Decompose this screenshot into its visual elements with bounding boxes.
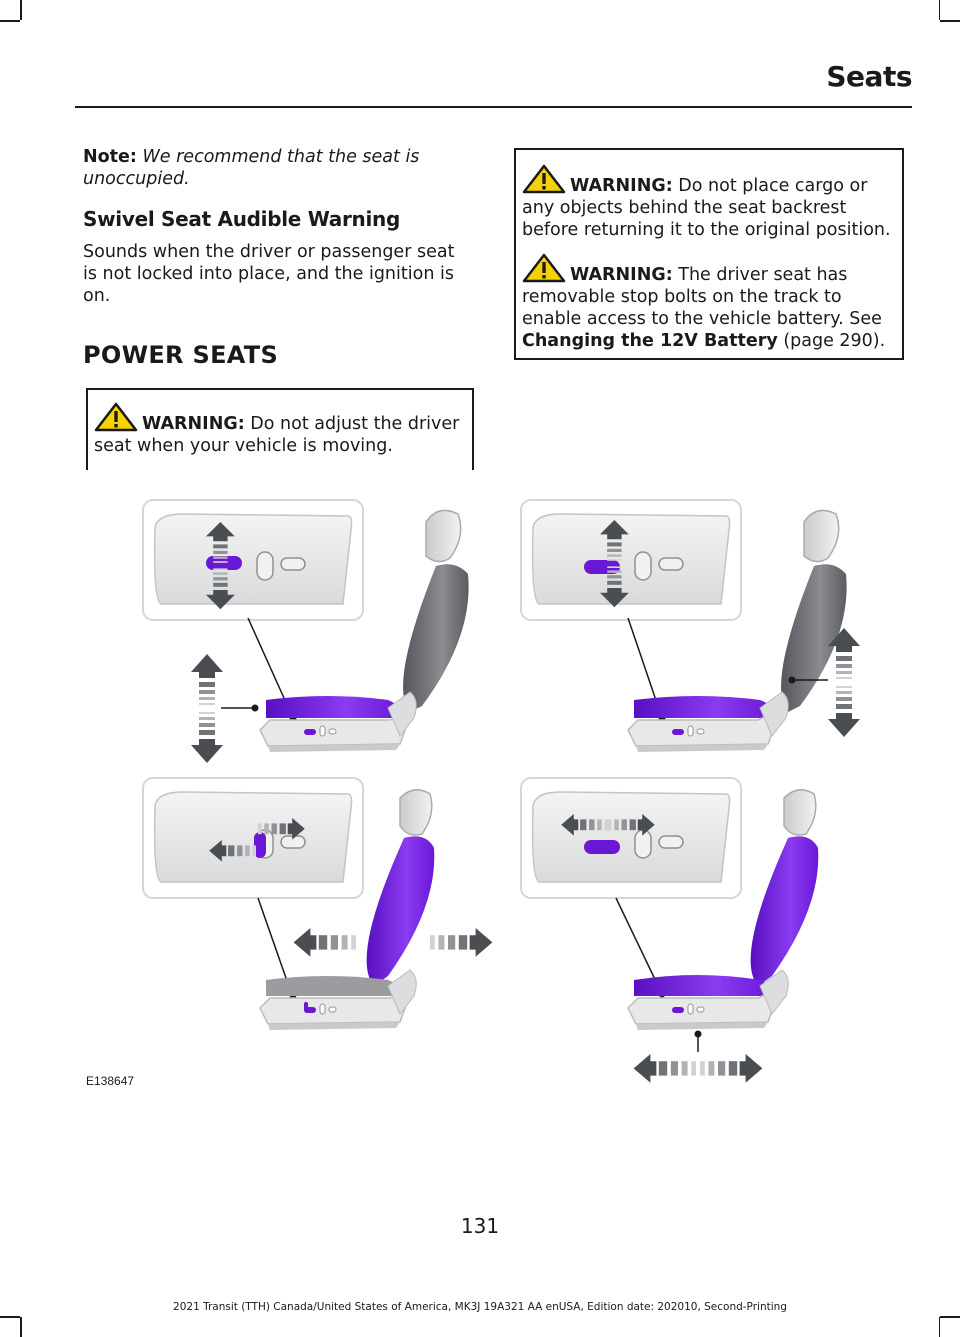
figure-code: E138647 — [86, 1074, 135, 1088]
page-number: 131 — [460, 1214, 500, 1238]
warning-text: The driver seat has removable stop bolts… — [522, 265, 882, 329]
warning-text: Do not adjust the driver seat when your … — [94, 414, 460, 456]
warning-label: WARNING: — [570, 176, 673, 196]
cross-reference-page: (page 290). — [783, 331, 886, 351]
crop-mark — [20, 1317, 22, 1337]
warning-box-right: WARNING: Do not place cargo or any objec… — [514, 148, 904, 360]
power-seats-heading: POWER SEATS — [83, 341, 279, 369]
note-text: We recommend that the seat is unoccupied… — [83, 147, 420, 189]
swivel-body: Sounds when the driver or passenger seat… — [83, 242, 455, 306]
warning-text: Do not place cargo or any objects behind… — [522, 176, 891, 240]
crop-mark — [20, 0, 22, 20]
crop-mark — [0, 1316, 20, 1318]
warning-label: WARNING: — [570, 265, 673, 285]
warning-item-stop-bolts: WARNING: The driver seat has removable s… — [516, 253, 902, 352]
cross-reference-link[interactable]: Changing the 12V Battery — [522, 331, 778, 351]
crop-mark — [940, 1316, 960, 1318]
warning-triangle-icon — [522, 253, 566, 283]
warning-triangle-icon — [522, 164, 566, 194]
warning-box-driver-adjust: WARNING: Do not adjust the driver seat w… — [86, 388, 474, 470]
warning-label: WARNING: — [142, 414, 245, 434]
crop-mark — [938, 1317, 940, 1337]
page-footer: 2021 Transit (TTH) Canada/United States … — [173, 1301, 787, 1313]
note-label: Note: — [83, 147, 137, 167]
swivel-heading: Swivel Seat Audible Warning — [83, 207, 400, 231]
crop-mark — [0, 20, 20, 22]
left-column: Note: We recommend that the seat is unoc… — [83, 146, 473, 369]
warning-triangle-icon — [94, 402, 138, 432]
crop-mark — [938, 0, 940, 20]
warning-item-cargo: WARNING: Do not place cargo or any objec… — [516, 164, 902, 241]
header-divider — [75, 106, 912, 108]
note-paragraph: Note: We recommend that the seat is unoc… — [83, 146, 473, 190]
power-seat-illustration — [142, 499, 860, 1083]
crop-mark — [940, 20, 960, 22]
page-title: Seats — [826, 60, 912, 93]
warning-item: WARNING: Do not adjust the driver seat w… — [88, 402, 472, 457]
